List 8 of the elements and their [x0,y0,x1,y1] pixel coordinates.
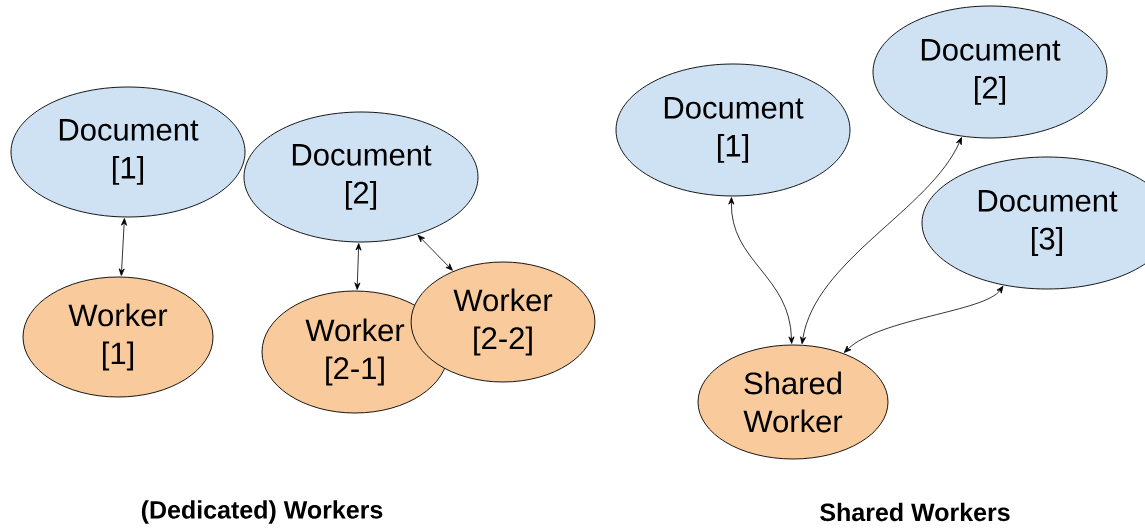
arrow [800,137,962,345]
caption: (Dedicated) Workers [141,500,383,524]
caption: Shared Workers [820,502,1010,522]
arrow [728,197,795,344]
arrow [118,218,128,276]
arrow [354,243,362,290]
arrow [417,234,453,271]
arrow [843,285,1004,353]
